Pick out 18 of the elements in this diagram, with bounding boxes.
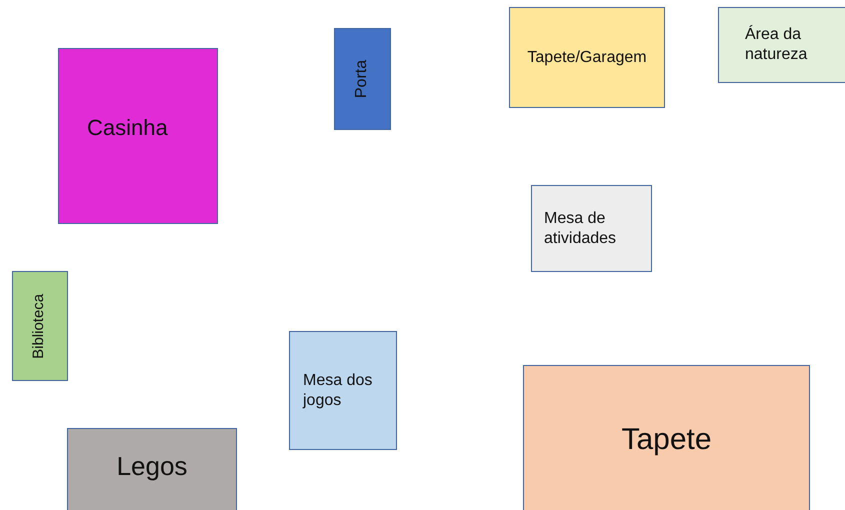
room-area: [718, 7, 845, 83]
area-label: Casinha: [87, 114, 168, 142]
area-label: Mesa de atividades: [544, 208, 618, 248]
room-area: [67, 428, 237, 510]
area-label: Tapete/Garagem: [527, 48, 647, 68]
area-label: Área da natureza: [745, 25, 808, 65]
room-area: [334, 28, 391, 130]
area-label: Porta: [352, 60, 372, 98]
room-area: [531, 185, 652, 272]
room-area: [12, 271, 68, 381]
room-area: [58, 48, 218, 224]
room-area: [523, 365, 810, 510]
room-area: [289, 331, 397, 450]
area-label: Biblioteca: [30, 293, 49, 359]
area-label: Mesa dos jogos: [303, 370, 374, 410]
room-area: [509, 7, 665, 108]
area-label: Tapete: [621, 422, 712, 458]
area-label: Legos: [116, 450, 188, 482]
